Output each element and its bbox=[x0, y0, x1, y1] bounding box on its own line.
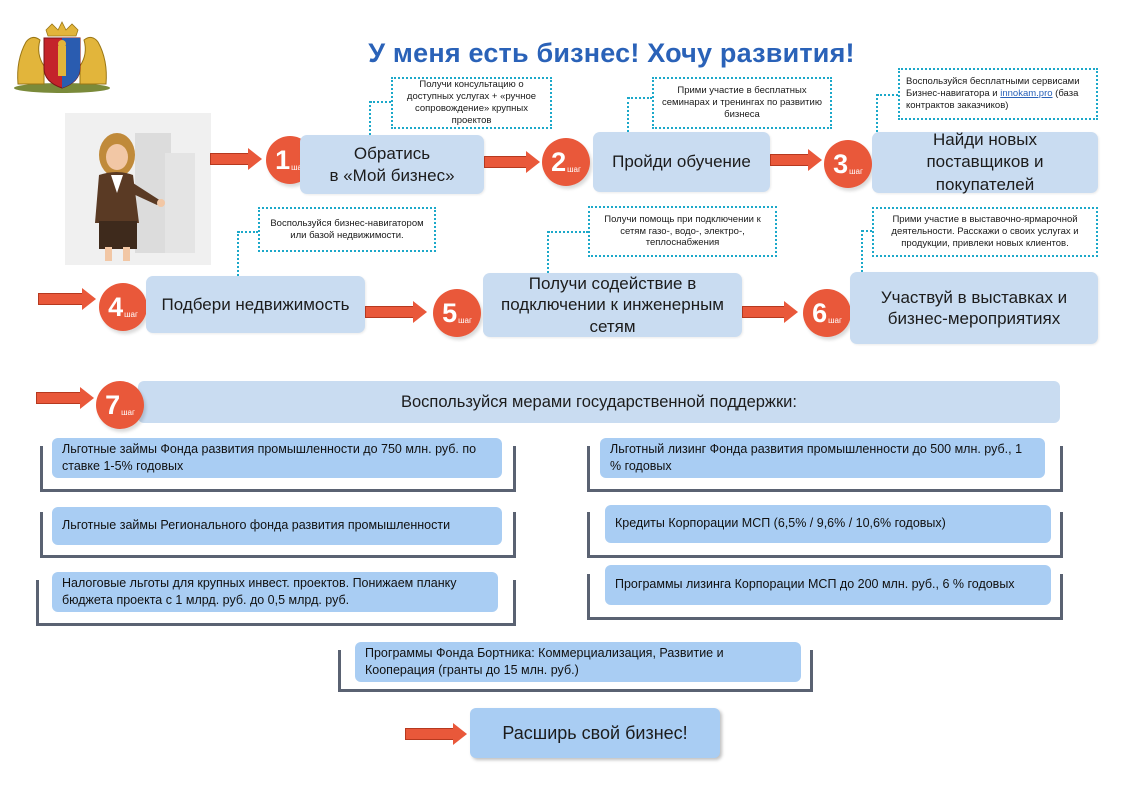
callout-connector bbox=[547, 231, 549, 273]
flow-arrow bbox=[210, 148, 262, 170]
step-7-bar: Воспользуйся мерами государственной подд… bbox=[138, 381, 1060, 423]
innokam-link[interactable]: innokam.pro bbox=[1000, 88, 1053, 100]
callout-connector bbox=[877, 94, 898, 96]
measure-item: Льготные займы Фонда развития промышленн… bbox=[52, 438, 502, 478]
step-1-callout: Получи консультацию о доступных услугах … bbox=[391, 77, 552, 129]
callout-connector bbox=[370, 101, 391, 103]
callout-connector bbox=[627, 97, 629, 132]
callout-connector bbox=[862, 230, 872, 232]
flow-arrow bbox=[405, 723, 467, 745]
callout-connector bbox=[548, 231, 588, 233]
flow-arrow bbox=[770, 149, 822, 171]
step-6-box: Участвуй в выставках и бизнес-мероприяти… bbox=[850, 272, 1098, 344]
callout-text: (база контрактов заказчиков) bbox=[906, 88, 1079, 111]
flow-arrow bbox=[365, 301, 427, 323]
step-1-box: Обратись в «Мой бизнес» bbox=[300, 135, 484, 194]
callout-connector bbox=[237, 231, 239, 276]
page-title: У меня есть бизнес! Хочу развития! bbox=[368, 38, 855, 68]
measure-item: Льготные займы Регионального фонда разви… bbox=[52, 507, 502, 545]
measure-item: Программы лизинга Корпорации МСП до 200 … bbox=[605, 565, 1051, 605]
step-2-box: Пройди обучение bbox=[593, 132, 770, 192]
callout-text: Воспользуйся бесплатными сервисами Бизне… bbox=[906, 76, 1080, 100]
callout-connector bbox=[369, 101, 371, 135]
step-6-callout: Прими участие в выставочно-ярмарочной де… bbox=[872, 207, 1098, 257]
flow-arrow bbox=[38, 288, 96, 310]
step-3-callout: Воспользуйся бесплатными сервисами Бизне… bbox=[898, 68, 1098, 120]
step-4-callout: Воспользуйся бизнес-навигатором или базо… bbox=[258, 207, 436, 252]
callout-connector bbox=[876, 94, 878, 132]
expand-business-button[interactable]: Расширь свой бизнес! bbox=[470, 708, 720, 758]
measure-item: Кредиты Корпорации МСП (6,5% / 9,6% / 10… bbox=[605, 505, 1051, 543]
step-5-callout: Получи помощь при подключении к сетям га… bbox=[588, 206, 777, 257]
callout-connector bbox=[628, 97, 652, 99]
step-4-box: Подбери недвижимость bbox=[146, 276, 365, 333]
step-2-callout: Прими участие в бесплатных семинарах и т… bbox=[652, 77, 832, 129]
businesswoman-illustration bbox=[65, 113, 211, 265]
coat-of-arms-emblem bbox=[10, 20, 114, 94]
measure-item: Налоговые льготы для крупных инвест. про… bbox=[52, 572, 498, 612]
measure-item: Программы Фонда Бортника: Коммерциализац… bbox=[355, 642, 801, 682]
step-3-box: Найди новых поставщиков и покупателей bbox=[872, 130, 1098, 194]
callout-connector bbox=[861, 230, 863, 272]
callout-connector bbox=[238, 231, 258, 233]
measure-item: Льготный лизинг Фонда развития промышлен… bbox=[600, 438, 1045, 478]
step-5-box: Получи содействие в подключении к инжене… bbox=[483, 273, 742, 337]
flow-arrow bbox=[742, 301, 798, 323]
flow-arrow bbox=[484, 151, 540, 173]
flow-arrow bbox=[36, 387, 94, 409]
